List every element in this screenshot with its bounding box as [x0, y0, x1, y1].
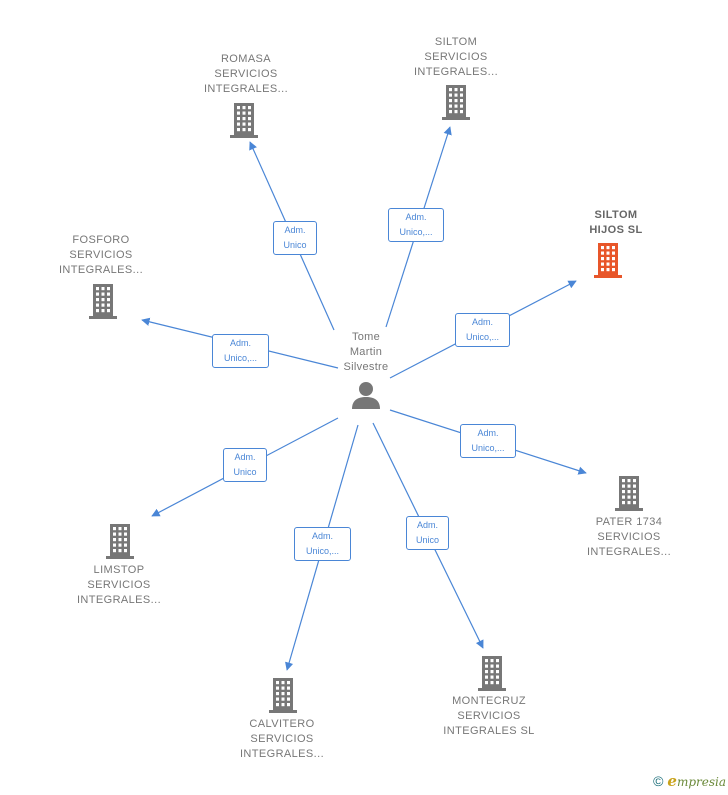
role-text: Unico,... — [471, 443, 505, 453]
company-name-line: SERVICIOS — [457, 710, 521, 722]
copyright-icon: © — [653, 773, 664, 789]
role-badge-limstop[interactable]: Adm. Unico — [223, 448, 267, 482]
role-text: Unico,... — [305, 546, 339, 556]
company-name-line: SERVICIOS — [69, 249, 133, 261]
company-node-siltom-hijos[interactable] — [593, 242, 623, 278]
company-name-line: SERVICIOS — [597, 531, 661, 543]
role-text: Unico — [283, 240, 307, 250]
role-text: Unico — [233, 467, 257, 477]
role-text: Unico,... — [465, 332, 499, 342]
company-name-line: ROMASA — [220, 53, 272, 65]
building-icon — [106, 524, 134, 559]
company-label-fosforo[interactable]: FOSFORO SERVICIOS INTEGRALES... — [55, 233, 147, 278]
person-name-line: Tome — [351, 331, 381, 343]
company-name-line: CALVITERO — [249, 718, 315, 730]
company-name-line: SERVICIOS — [87, 579, 151, 591]
company-node-montecruz[interactable] — [477, 655, 507, 691]
company-name-line: SERVICIOS — [424, 51, 488, 63]
company-name-line: PATER 1734 — [595, 516, 663, 528]
role-text: Adm. — [234, 452, 256, 462]
person-name-line: Silvestre — [343, 361, 389, 373]
company-name-line: SILTOM — [434, 36, 478, 48]
company-name-line: INTEGRALES... — [76, 594, 162, 606]
role-text: Adm. — [405, 212, 427, 222]
role-text: Adm. — [229, 338, 251, 348]
role-badge-montecruz[interactable]: Adm. Unico — [406, 516, 449, 550]
role-text: Adm. — [471, 317, 493, 327]
company-name-line: FOSFORO — [72, 234, 130, 246]
role-text: Unico,... — [223, 353, 257, 363]
brand-logo: empresia — [667, 772, 726, 790]
role-badge-pater-1734[interactable]: Adm. Unico,... — [460, 424, 516, 458]
company-label-romasa[interactable]: ROMASA SERVICIOS INTEGRALES... — [200, 52, 292, 97]
company-node-pater-1734[interactable] — [614, 475, 644, 511]
company-node-calvitero[interactable] — [268, 677, 298, 713]
company-label-calvitero[interactable]: CALVITERO SERVICIOS INTEGRALES... — [236, 717, 328, 762]
company-node-siltom-servicios[interactable] — [441, 84, 471, 120]
building-icon — [269, 678, 297, 713]
company-name-line: HIJOS SL — [589, 224, 643, 236]
building-icon — [442, 85, 470, 120]
role-badge-siltom-servicios[interactable]: Adm. Unico,... — [388, 208, 444, 242]
company-label-limstop[interactable]: LIMSTOP SERVICIOS INTEGRALES... — [73, 563, 165, 608]
company-name-line: INTEGRALES... — [203, 83, 289, 95]
company-name-line: LIMSTOP — [93, 564, 145, 576]
person-icon — [352, 382, 380, 409]
company-name-line: SILTOM — [594, 209, 638, 221]
role-badge-siltom-hijos[interactable]: Adm. Unico,... — [455, 313, 510, 347]
company-name-line: INTEGRALES... — [586, 546, 672, 558]
company-node-fosforo[interactable] — [88, 283, 118, 319]
building-icon — [594, 243, 622, 278]
role-text: Unico,... — [399, 227, 433, 237]
company-name-line: INTEGRALES SL — [443, 725, 535, 737]
building-icon — [89, 284, 117, 319]
company-name-line: INTEGRALES... — [58, 264, 144, 276]
company-name-line: INTEGRALES... — [413, 66, 499, 78]
company-name-line: INTEGRALES... — [239, 748, 325, 760]
role-text: Adm. — [311, 531, 333, 541]
role-text: Unico — [415, 535, 439, 545]
company-label-siltom-servicios[interactable]: SILTOM SERVICIOS INTEGRALES... — [410, 35, 502, 80]
company-name-line: SERVICIOS — [250, 733, 314, 745]
role-badge-fosforo[interactable]: Adm. Unico,... — [212, 334, 269, 368]
footer-brand: © empresia — [653, 772, 726, 790]
company-name-line: SERVICIOS — [214, 68, 278, 80]
company-label-siltom-hijos[interactable]: SILTOM HIJOS SL — [570, 208, 662, 238]
company-name-line: MONTECRUZ — [452, 695, 526, 707]
company-node-limstop[interactable] — [105, 523, 135, 559]
role-text: Adm. — [284, 225, 306, 235]
company-label-montecruz[interactable]: MONTECRUZ SERVICIOS INTEGRALES SL — [443, 694, 535, 739]
role-badge-romasa[interactable]: Adm. Unico — [273, 221, 317, 255]
building-icon — [478, 656, 506, 691]
person-node-center[interactable]: Tome Martin Silvestre — [316, 330, 416, 411]
company-node-romasa[interactable] — [229, 102, 259, 138]
building-icon — [615, 476, 643, 511]
person-name-line: Martin — [349, 346, 383, 358]
role-badge-calvitero[interactable]: Adm. Unico,... — [294, 527, 351, 561]
building-icon — [230, 103, 258, 138]
role-text: Adm. — [477, 428, 499, 438]
role-text: Adm. — [416, 520, 438, 530]
